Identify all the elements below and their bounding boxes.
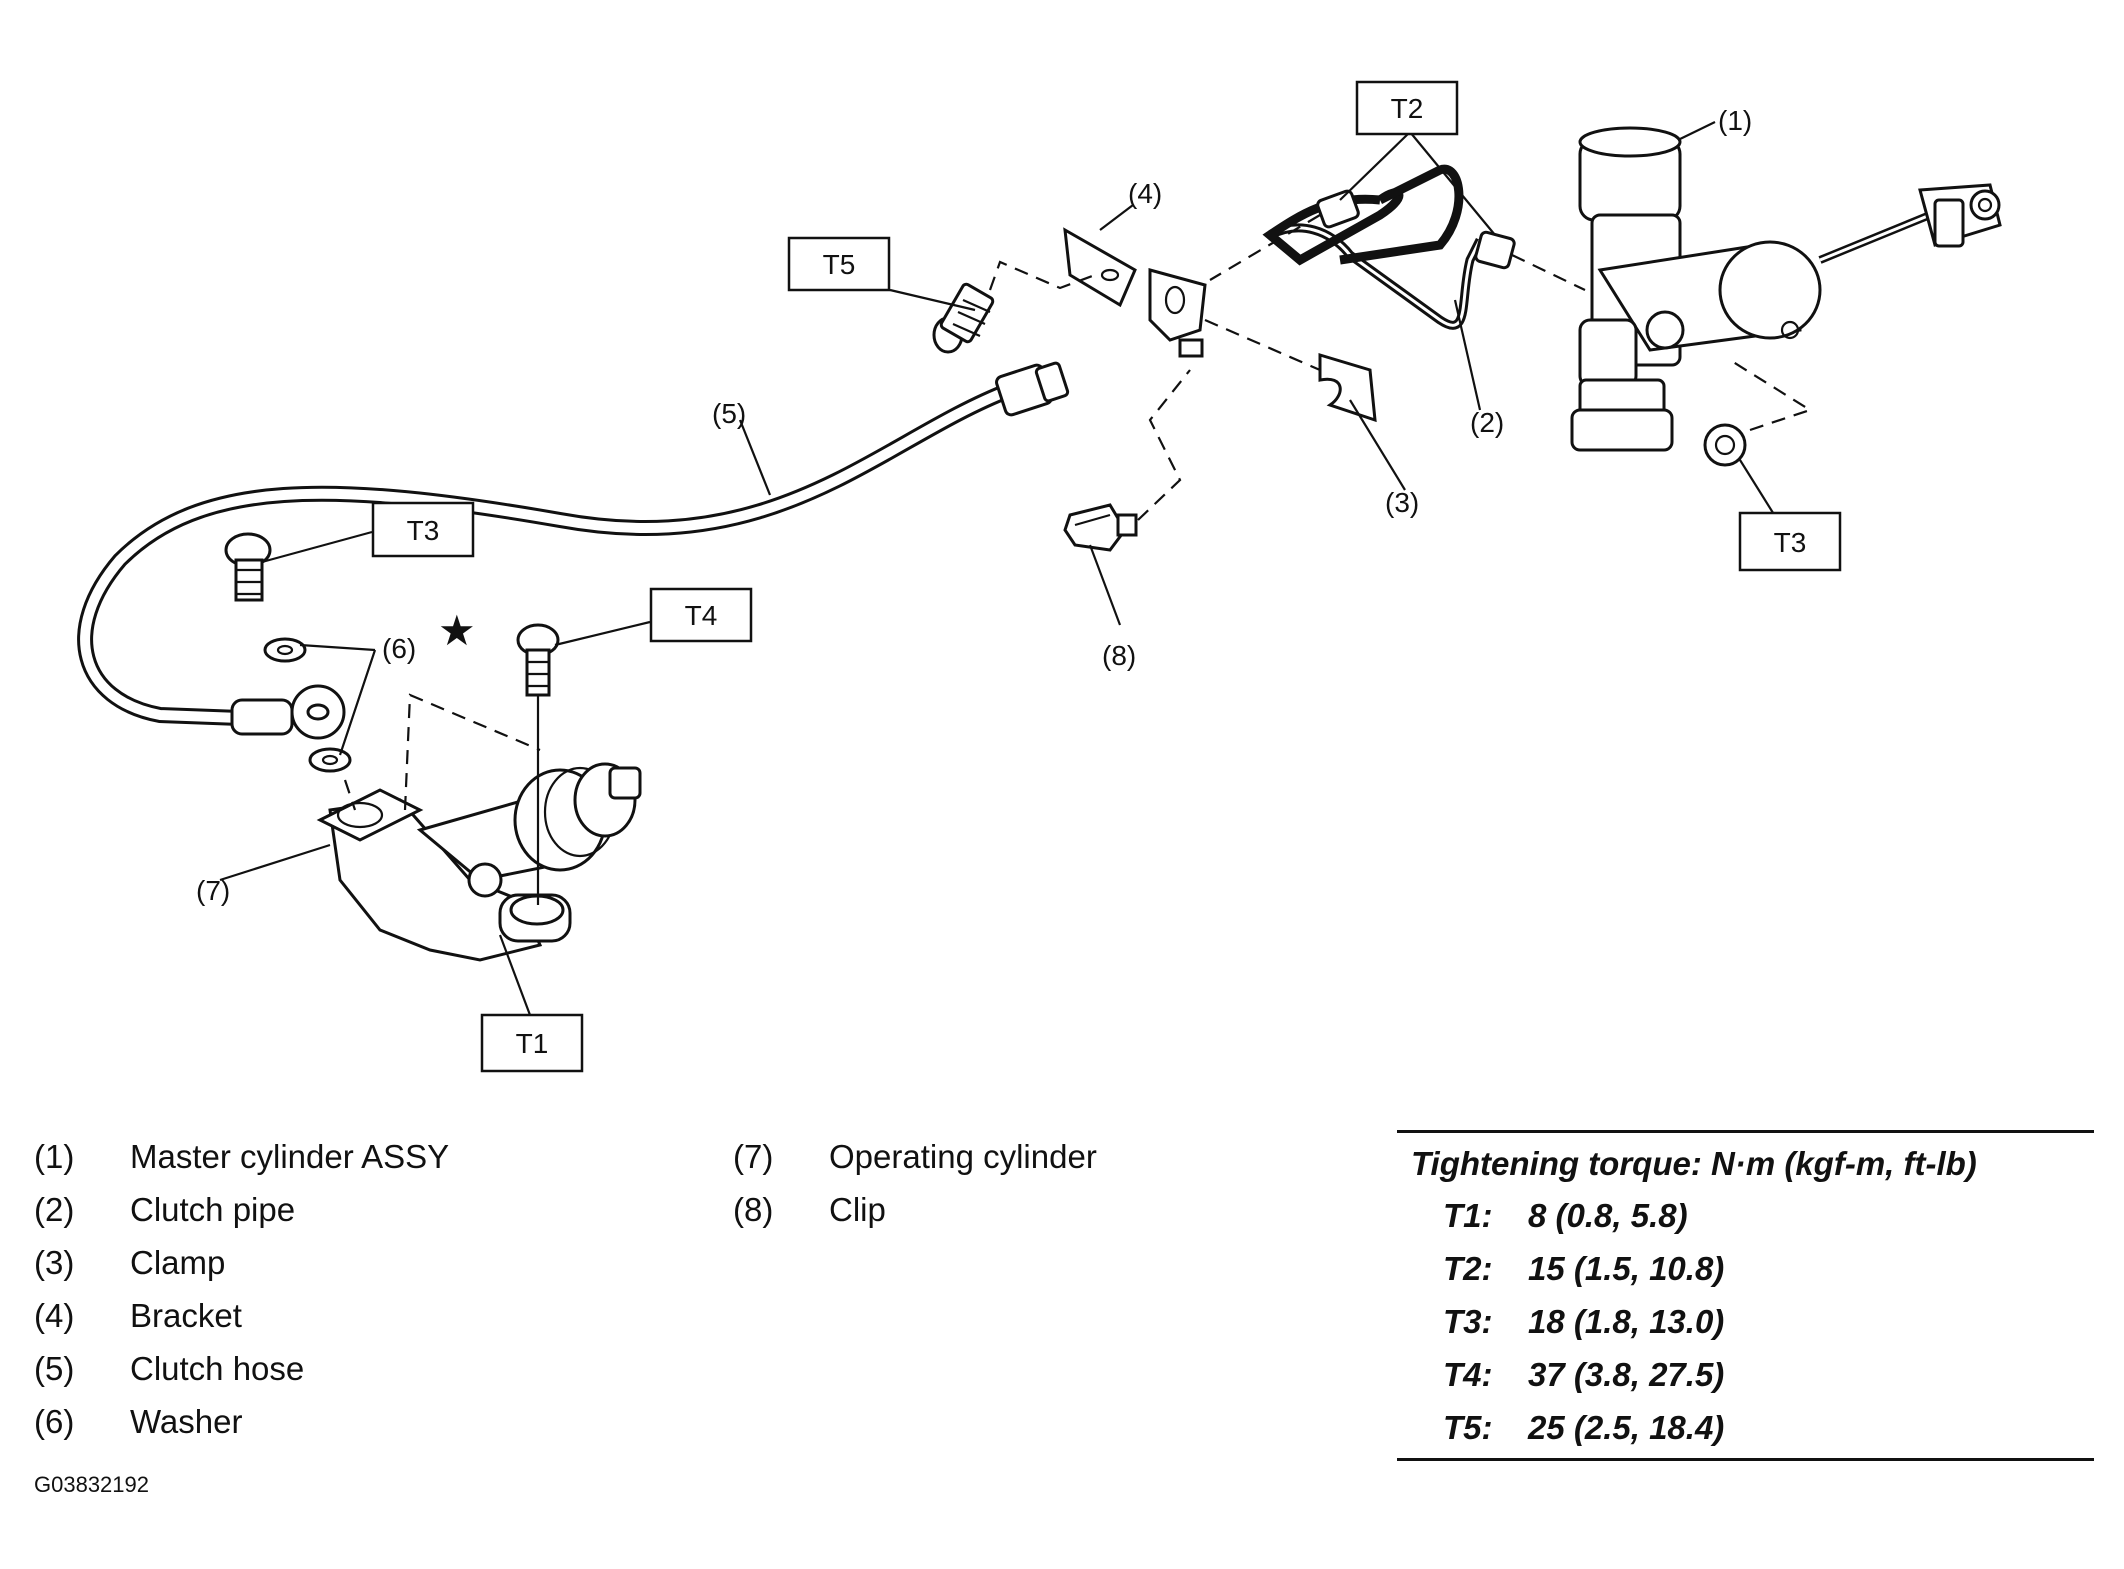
callout-1: (1) (1718, 105, 1752, 136)
torque-row: T5: 25 (2.5, 18.4) (1397, 1401, 2094, 1454)
washer-lower (308, 747, 352, 773)
legend-left-column: (1) Master cylinder ASSY (2) Clutch pipe (3)… (34, 1130, 449, 1448)
legend-item: (6) Washer (34, 1395, 449, 1448)
legend-number: (4) (34, 1296, 75, 1334)
legend-part-name: Clutch hose (130, 1349, 305, 1387)
legend-item: (2) Clutch pipe (34, 1183, 449, 1236)
torque-key: T1: (1443, 1196, 1493, 1234)
legend-part-name: Operating cylinder (829, 1137, 1097, 1175)
svg-text:T5: T5 (823, 249, 856, 280)
torque-title: Tightening torque: N·m (kgf-m, ft-lb) (1411, 1145, 1977, 1182)
torque-tag-t3-right: T3 (1738, 511, 1842, 572)
legend-number: (2) (34, 1190, 75, 1228)
operating-cylinder (316, 762, 642, 962)
torque-tag-t5: T5 (787, 236, 891, 292)
torque-row: T3: 18 (1.8, 13.0) (1397, 1295, 2094, 1348)
torque-tag-t1: T1 (480, 1013, 584, 1073)
legend-part-name: Clamp (130, 1243, 226, 1281)
callout-3: (3) (1385, 487, 1419, 518)
legend-right-column: (7) Operating cylinder (8) Clip (733, 1130, 1097, 1236)
callout-7: (7) (196, 875, 230, 906)
legend-number: (5) (34, 1349, 75, 1387)
legend-part-name: Washer (130, 1402, 243, 1440)
master-cylinder (1570, 126, 2002, 452)
torque-row: T4: 37 (3.8, 27.5) (1397, 1348, 2094, 1401)
legend-part-name: Master cylinder ASSY (130, 1137, 450, 1175)
torque-value: 25 (2.5, 18.4) (1528, 1408, 1725, 1446)
callout-5: (5) (712, 398, 746, 429)
legend-item: (4) Bracket (34, 1289, 449, 1342)
washer-upper (263, 637, 307, 663)
torque-value: 8 (0.8, 5.8) (1528, 1196, 1688, 1234)
legend-number: (8) (733, 1190, 774, 1228)
tightening-torque-table: Tightening torque: N·m (kgf-m, ft-lb) T1… (1397, 1130, 2094, 1461)
clamp (1318, 352, 1377, 423)
legend-item: (8) Clip (733, 1183, 1097, 1236)
callout-2: (2) (1470, 407, 1504, 438)
svg-text:T1: T1 (516, 1028, 549, 1059)
legend-number: (6) (34, 1402, 75, 1440)
torque-tag-t2: T2 (1355, 80, 1459, 136)
torque-key: T5: (1443, 1408, 1493, 1446)
callout-6: (6) (382, 633, 416, 664)
legend-item: (1) Master cylinder ASSY (34, 1130, 449, 1183)
legend-part-name: Clutch pipe (130, 1190, 296, 1228)
callout-8: (8) (1102, 640, 1136, 671)
legend-item: (3) Clamp (34, 1236, 449, 1289)
torque-value: 37 (3.8, 27.5) (1528, 1355, 1725, 1393)
torque-key: T4: (1443, 1355, 1493, 1393)
torque-key: T2: (1443, 1249, 1493, 1287)
svg-text:T4: T4 (685, 600, 718, 631)
torque-value: 15 (1.5, 10.8) (1528, 1249, 1725, 1287)
torque-tag-t3-left: T3 (371, 501, 475, 558)
bolt-t5 (932, 282, 995, 354)
bracket (1063, 227, 1207, 358)
legend-number: (3) (34, 1243, 75, 1281)
torque-row: T1: 8 (0.8, 5.8) (1397, 1189, 2094, 1242)
star-symbol: ★ (438, 607, 476, 654)
clutch-hose (77, 361, 1070, 740)
bolt-t4 (516, 623, 560, 697)
leader-lines (219, 121, 1791, 1016)
callout-4: (4) (1128, 178, 1162, 209)
svg-text:T3: T3 (407, 515, 440, 546)
svg-text:T2: T2 (1391, 93, 1424, 124)
torque-tag-t4: T4 (649, 587, 753, 643)
legend-number: (1) (34, 1137, 75, 1175)
svg-text:T3: T3 (1774, 527, 1807, 558)
legend-number: (7) (733, 1137, 774, 1175)
legend-item: (5) Clutch hose (34, 1342, 449, 1395)
legend-part-name: Clip (829, 1190, 886, 1228)
clutch-pipe (1209, 164, 1586, 330)
legend-part-name: Bracket (130, 1296, 242, 1334)
clutch-hydraulic-diagram: (1) (2) (3) (4) (5) (6) (7) (8) T2 T5 T3… (77, 80, 2002, 1073)
torque-value: 18 (1.8, 13.0) (1528, 1302, 1725, 1340)
torque-row: T2: 15 (1.5, 10.8) (1397, 1242, 2094, 1295)
legend-item: (7) Operating cylinder (733, 1130, 1097, 1183)
figure-code: G03832192 (34, 1472, 149, 1497)
nut-t3-right (1703, 423, 1747, 467)
torque-key: T3: (1443, 1302, 1493, 1340)
bolt-t3-left (224, 532, 272, 602)
clip (1063, 503, 1138, 552)
